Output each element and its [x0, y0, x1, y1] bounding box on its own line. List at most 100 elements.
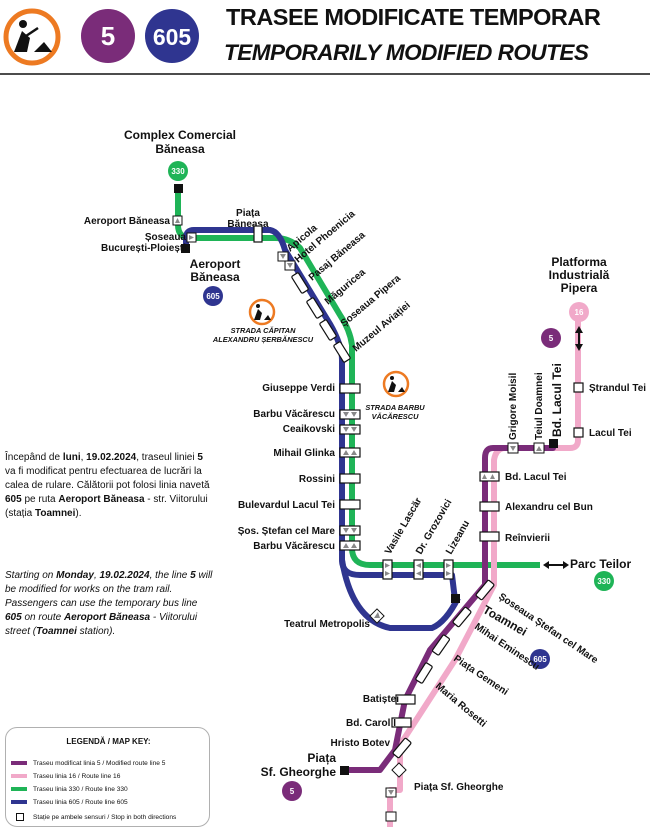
notice-english: Starting on Monday, 19.02.2024, the line… — [5, 570, 213, 637]
stop-piata-gemeni-label: Piața Gemeni — [451, 653, 510, 698]
stop-ceaikovski — [339, 424, 361, 435]
stop-sos-stefan-label: Șos. Ștefan cel Mare — [238, 526, 336, 537]
badge-16-platforma: 16 — [569, 302, 589, 322]
stop-teatrul-metropolis-label: Teatrul Metropolis — [284, 619, 370, 630]
legend-row-line330: Traseu linia 330 / Route line 330 — [11, 783, 128, 795]
svg-text:605: 605 — [206, 292, 220, 301]
stop-teiul-doamnei-label: Teiul Doamnei — [534, 372, 545, 440]
stop-hotel-phoenicia — [284, 260, 296, 271]
stop-reinvierii-label: Reînvierii — [505, 533, 550, 544]
road-works-icon — [3, 8, 61, 66]
svg-text:605: 605 — [153, 24, 192, 50]
stop-maria-rosetti-label: Maria Rosetti — [433, 681, 488, 730]
stop-sos-stefan — [339, 525, 361, 536]
stop-rossini-label: Rossini — [299, 474, 335, 485]
stop-dr-grozovici — [413, 559, 424, 580]
stop-hristo-botev-label: Hristo Botev — [331, 738, 391, 749]
svg-text:16: 16 — [575, 308, 584, 317]
stop-barbu-vacarescu-label: Barbu Văcărescu — [253, 409, 335, 420]
badge-5-piata-sf: 5 — [282, 781, 302, 801]
stop-piata-sf-gheorghe-label: Piața Sf. Gheorghe — [414, 782, 504, 793]
terminus-complex — [174, 184, 183, 193]
stop-piata-sf-gheorghe-2 — [385, 787, 397, 798]
legend-label-line605: Traseu linia 605 / Route line 605 — [33, 798, 128, 806]
stop-strandul-tei-label: Ștrandul Tei — [589, 383, 646, 394]
terminus-piata-sf-gheorghe — [340, 766, 349, 775]
terminus-aeroport — [181, 244, 190, 253]
stop-barbu-vacarescu — [339, 409, 361, 420]
map-legend: LEGENDĂ / MAP KEY: Traseu modificat lini… — [5, 727, 210, 827]
stop-barbu-vacarescu-2-label: Barbu Văcărescu — [253, 541, 335, 552]
stop-bd-lacul-tei-label: Bulevardul Lacul Tei — [238, 500, 335, 511]
works-icon-capitan — [248, 298, 276, 326]
stop-bd-carol — [391, 717, 412, 728]
stop-alexandru-cel-bun-label: Alexandru cel Bun — [505, 502, 593, 513]
svg-text:605: 605 — [533, 655, 547, 664]
stop-barbu-vacarescu-2 — [339, 540, 361, 551]
stop-apicola — [277, 251, 289, 262]
stop-batistei-label: Batiștei — [363, 694, 399, 705]
double-arrow-parc-teilor — [543, 561, 569, 569]
terminus-lacul-tei — [549, 439, 558, 448]
title-romanian: TRASEE MODIFICATE TEMPORAR — [226, 4, 601, 30]
legend-swatch-line5 — [11, 761, 27, 765]
title-english: TEMPORARILY MODIFIED ROUTES — [224, 40, 589, 65]
stop-muzeul-aviatiei — [332, 340, 352, 364]
stop-aeroport-baneasa-label: Aeroport Băneasa — [84, 216, 171, 227]
bd-lacul-tei-terminus-label: Bd. Lacul Tei — [550, 363, 564, 437]
stop-teatrul-metropolis — [369, 608, 385, 624]
legend-swatch-line605 — [11, 800, 27, 804]
line-605-badge: 605 — [145, 9, 199, 63]
route-605-metropolis — [339, 559, 461, 631]
stop-piata-sf-gheorghe — [391, 762, 407, 778]
stop-lizeanu-label: Lizeanu — [444, 519, 472, 557]
svg-text:5: 5 — [290, 787, 295, 796]
badge-330-complex: 330 — [168, 161, 188, 181]
legend-row-line5: Traseu modificat linia 5 / Modified rout… — [11, 757, 165, 769]
legend-stop-icon — [16, 813, 24, 821]
parc-teilor-label: Parc Teilor — [570, 557, 631, 571]
terminus-toamnei — [451, 594, 460, 603]
stop-lacul-tei-label: Lacul Tei — [589, 428, 632, 439]
stop-southern-end — [385, 811, 397, 822]
svg-text:5: 5 — [549, 334, 554, 343]
stop-teiul-doamnei — [533, 442, 545, 454]
stop-bd-carol-label: Bd. Carol I — [346, 718, 396, 729]
legend-title: LEGENDĂ / MAP KEY: — [66, 737, 151, 746]
svg-text:5: 5 — [101, 21, 115, 51]
stop-bd-lacul-tei-5-label: Bd. Lacul Tei — [505, 472, 567, 483]
stop-bd-lacul-tei — [339, 499, 361, 510]
stop-aeroport-baneasa — [172, 215, 183, 226]
stop-grigore-moisil-label: Grigore Moisil — [508, 373, 519, 440]
legend-label-line16: Traseu linia 16 / Route line 16 — [33, 772, 121, 780]
stop-bd-lacul-tei-5 — [479, 471, 500, 482]
stop-lizeanu — [443, 559, 454, 580]
stop-vasile-lascar — [382, 559, 393, 580]
notice-romanian: Începând de luni, 19.02.2024, traseul li… — [5, 452, 210, 519]
legend-label-line5: Traseu modificat linia 5 / Modified rout… — [33, 759, 166, 767]
stop-soseaua-buc — [186, 232, 197, 243]
legend-row-line605: Traseu linia 605 / Route line 605 — [11, 796, 128, 808]
stop-giuseppe-verdi — [339, 383, 361, 394]
direction-arrow-vertical — [575, 326, 583, 351]
stop-mihail-glinka — [339, 447, 361, 458]
legend-label-line330: Traseu linia 330 / Route line 330 — [33, 785, 128, 793]
legend-row-stop: Stație pe ambele sensuri / Stop in both … — [11, 811, 176, 823]
legend-label-stop: Stație pe ambele sensuri / Stop in both … — [33, 813, 177, 821]
stop-piata-baneasa — [253, 225, 263, 243]
legend-swatch-line330 — [11, 787, 27, 791]
stop-ceaikovski-label: Ceaikovski — [283, 424, 335, 435]
stop-alexandru-cel-bun — [479, 501, 500, 512]
stop-rossini — [339, 473, 361, 484]
stop-lacul-tei — [573, 427, 584, 438]
badge-605-toamnei: 605 — [530, 649, 550, 669]
